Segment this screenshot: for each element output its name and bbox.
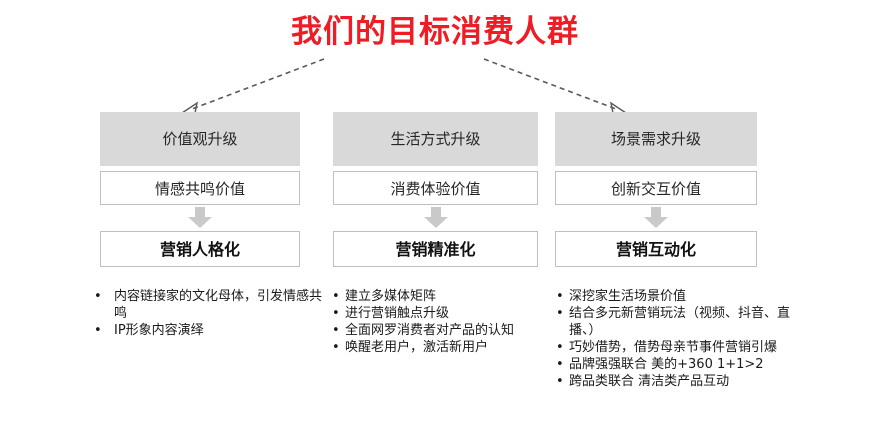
- list-item: • 建立多媒体矩阵: [332, 288, 544, 305]
- list-item: • 深挖家生活场景价值: [556, 288, 794, 305]
- column-3-down-arrow: [555, 205, 757, 231]
- list-item: • 品牌强强联合 美的+360 1+1>2: [556, 356, 794, 373]
- bullet-marker-icon: •: [332, 289, 340, 304]
- bullet-marker-icon: •: [332, 323, 340, 338]
- column-1-outcome: 营销人格化: [100, 231, 300, 267]
- column-1-down-arrow: [100, 205, 300, 231]
- list-item-label: 品牌强强联合 美的+360 1+1>2: [569, 357, 764, 372]
- dashed-arrow-left-icon: [179, 58, 325, 114]
- list-item-label: 内容链接家的文化母体，引发情感共鸣: [114, 289, 323, 321]
- column-scenario-upgrade: 场景需求升级 创新交互价值 营销互动化: [555, 112, 757, 267]
- connector-arrow-left: [178, 55, 328, 120]
- list-item-label: 全面网罗消费者对产品的认知: [345, 323, 515, 338]
- list-item-label: 结合多元新营销玩法（视频、抖音、直播、）: [569, 306, 791, 338]
- list-item: • 巧妙借势，借势母亲节事件营销引爆: [556, 339, 794, 356]
- page-title: 我们的目标消费人群: [291, 14, 579, 50]
- bullet-marker-icon: •: [332, 340, 340, 355]
- list-item-label: IP形象内容演绎: [114, 323, 204, 338]
- list-item: • 跨品类联合 清洁类产品互动: [556, 373, 794, 390]
- bullet-marker-icon: •: [94, 323, 102, 338]
- bullet-marker-icon: •: [556, 357, 564, 372]
- list-item-label: 唤醒老用户，激活新用户: [345, 340, 489, 355]
- bullet-marker-icon: •: [556, 340, 564, 355]
- column-1-header: 价值观升级: [100, 112, 300, 166]
- column-2-down-arrow: [333, 205, 538, 231]
- column-3-header: 场景需求升级: [555, 112, 757, 166]
- list-item: • 内容链接家的文化母体，引发情感共鸣: [88, 288, 323, 322]
- column-2-header: 生活方式升级: [333, 112, 538, 166]
- list-item: • 全面网罗消费者对产品的认知: [332, 322, 544, 339]
- column-value-upgrade: 价值观升级 情感共鸣价值 营销人格化: [100, 112, 300, 267]
- bullet-marker-icon: •: [556, 374, 564, 389]
- column-2-outcome: 营销精准化: [333, 231, 538, 267]
- column-2-subtitle: 消费体验价值: [333, 171, 538, 205]
- column-3-subtitle: 创新交互价值: [555, 171, 757, 205]
- list-item-label: 跨品类联合 清洁类产品互动: [569, 374, 730, 389]
- column-lifestyle-upgrade: 生活方式升级 消费体验价值 营销精准化: [333, 112, 538, 267]
- connector-arrow-right: [480, 55, 630, 120]
- list-item: • IP形象内容演绎: [88, 322, 323, 339]
- arrow-down-icon: [423, 207, 448, 228]
- bullet-marker-icon: •: [556, 289, 564, 304]
- column-3-bullet-list: • 深挖家生活场景价值 • 结合多元新营销玩法（视频、抖音、直播、） • 巧妙借势，借势母…: [556, 288, 794, 390]
- bullet-marker-icon: •: [332, 306, 340, 321]
- bullet-marker-icon: •: [556, 306, 564, 321]
- dashed-arrow-right-icon: [483, 58, 629, 114]
- list-item-label: 深挖家生活场景价值: [569, 289, 687, 304]
- list-item: • 结合多元新营销玩法（视频、抖音、直播、）: [556, 305, 794, 339]
- list-item-label: 进行营销触点升级: [345, 306, 450, 321]
- column-2-bullet-list: • 建立多媒体矩阵 • 进行营销触点升级 • 全面网罗消费者对产品的认知 • 唤醒老用户，激活…: [332, 288, 544, 356]
- bullet-marker-icon: •: [94, 289, 102, 304]
- list-item-label: 建立多媒体矩阵: [345, 289, 437, 304]
- list-item-label: 巧妙借势，借势母亲节事件营销引爆: [569, 340, 778, 355]
- list-item: • 进行营销触点升级: [332, 305, 544, 322]
- list-item: • 唤醒老用户，激活新用户: [332, 339, 544, 356]
- arrow-down-icon: [188, 207, 212, 228]
- arrow-down-icon: [644, 207, 668, 228]
- column-1-bullet-list: • 内容链接家的文化母体，引发情感共鸣 • IP形象内容演绎: [88, 288, 323, 339]
- column-3-outcome: 营销互动化: [555, 231, 757, 267]
- column-1-subtitle: 情感共鸣价值: [100, 171, 300, 205]
